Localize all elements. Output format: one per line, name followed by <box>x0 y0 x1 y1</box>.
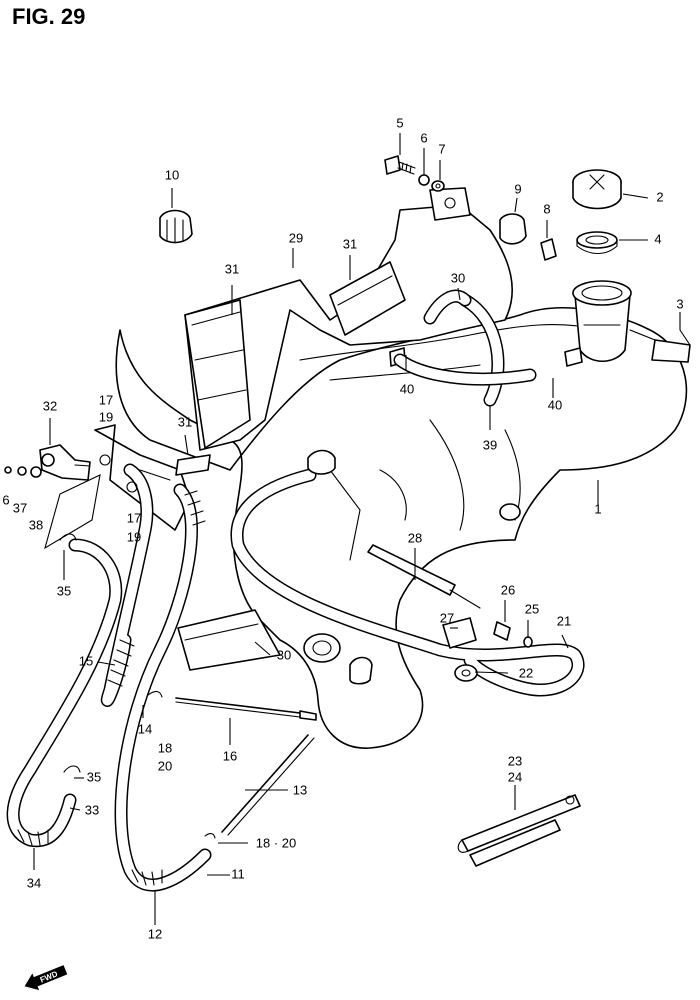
callout-25: 25 <box>525 601 539 616</box>
callout-31-lower: 31 <box>178 414 192 429</box>
callout-19-lower: 19 <box>127 529 141 544</box>
callout-9: 9 <box>514 181 521 196</box>
callout-30-lower: 30 <box>277 647 291 662</box>
callout-15: 15 <box>79 653 93 668</box>
callout-labels: 1 2 3 4 5 6 7 8 9 10 11 12 13 14 15 16 1… <box>2 115 683 941</box>
callout-20: 20 <box>158 758 172 773</box>
callout-38: 38 <box>29 517 43 532</box>
callout-30-upper: 30 <box>451 270 465 285</box>
callout-27: 27 <box>440 610 454 625</box>
fuel-cap <box>572 169 622 210</box>
bolt <box>384 155 416 175</box>
callout-6-side: 6 <box>2 492 9 507</box>
callout-40-left: 40 <box>400 381 414 396</box>
gasket <box>576 231 618 255</box>
forward-arrow-icon <box>24 965 68 991</box>
fuel-tank <box>115 280 691 749</box>
callout-12: 12 <box>148 926 162 941</box>
callout-39: 39 <box>483 437 497 452</box>
callout-17-lower: 17 <box>127 510 141 525</box>
callout-18: 18 <box>158 740 172 755</box>
callout-17-upper: 17 <box>99 392 113 407</box>
hoses <box>6 289 585 892</box>
callout-8: 8 <box>543 201 550 216</box>
callout-14: 14 <box>138 721 152 736</box>
fuel-cock <box>39 444 91 481</box>
callout-1: 1 <box>594 501 601 516</box>
callout-4: 4 <box>654 231 661 246</box>
callout-16: 16 <box>223 748 237 763</box>
callout-35-lower: 35 <box>87 769 101 784</box>
callout-24: 24 <box>508 769 522 784</box>
callout-28: 28 <box>408 530 422 545</box>
callout-34: 34 <box>27 875 41 890</box>
callout-31-left: 31 <box>225 261 239 276</box>
callout-3: 3 <box>676 296 683 311</box>
callout-7: 7 <box>438 141 445 156</box>
figure-title: FIG. 29 <box>12 4 86 29</box>
forward-label: FWD <box>39 969 59 984</box>
callout-13: 13 <box>293 782 307 797</box>
callout-5: 5 <box>396 115 403 130</box>
callout-32: 32 <box>43 398 57 413</box>
callout-35-upper: 35 <box>57 583 71 598</box>
small-parts <box>4 155 622 867</box>
forward-arrow-badge: FWD <box>24 965 68 991</box>
callout-10: 10 <box>165 167 179 182</box>
tool-bag <box>457 794 581 867</box>
callout-33: 33 <box>85 802 99 817</box>
callout-21: 21 <box>557 613 571 628</box>
callout-19-upper: 19 <box>99 409 113 424</box>
leader-lines <box>33 133 691 925</box>
callout-26: 26 <box>501 582 515 597</box>
callout-2: 2 <box>656 189 663 204</box>
callout-31-right: 31 <box>343 236 357 251</box>
callout-6: 6 <box>420 130 427 145</box>
callout-18-20: 18 · 20 <box>256 835 296 850</box>
callout-29: 29 <box>289 230 303 245</box>
callout-23: 23 <box>508 753 522 768</box>
callout-37: 37 <box>13 500 27 515</box>
callout-22: 22 <box>519 665 533 680</box>
callout-11: 11 <box>231 866 245 881</box>
callout-40-right: 40 <box>548 397 562 412</box>
